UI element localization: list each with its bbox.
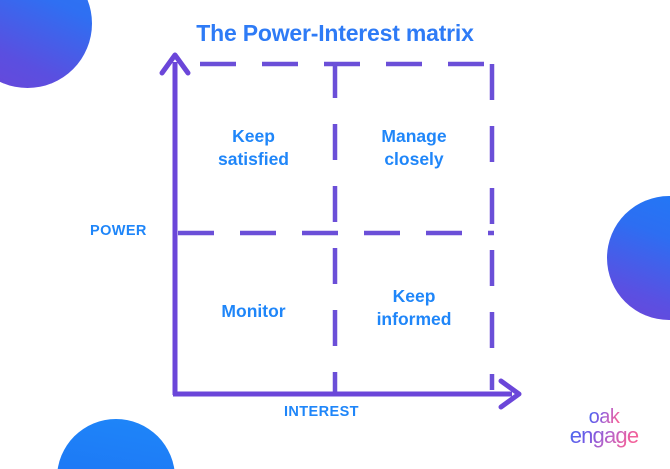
page-title: The Power-Interest matrix	[196, 20, 474, 46]
quadrant-label-keep-informed: Keep informed	[376, 286, 452, 330]
y-axis-arrow-icon	[159, 52, 191, 76]
x-axis-arrow-icon	[498, 378, 522, 410]
x-axis-label: INTEREST	[284, 404, 359, 420]
logo-text-oak: oak	[589, 406, 621, 428]
quadrant-label-monitor: Monitor	[221, 301, 286, 321]
quadrant-label-keep-satisfied: Keep satisfied	[218, 126, 289, 170]
logo-text-engage: engage	[570, 423, 639, 448]
oak-engage-logo: oak engage	[548, 401, 660, 453]
quadrant-label-manage-closely: Manage closely	[381, 126, 447, 170]
y-axis-label: POWER	[90, 223, 147, 239]
